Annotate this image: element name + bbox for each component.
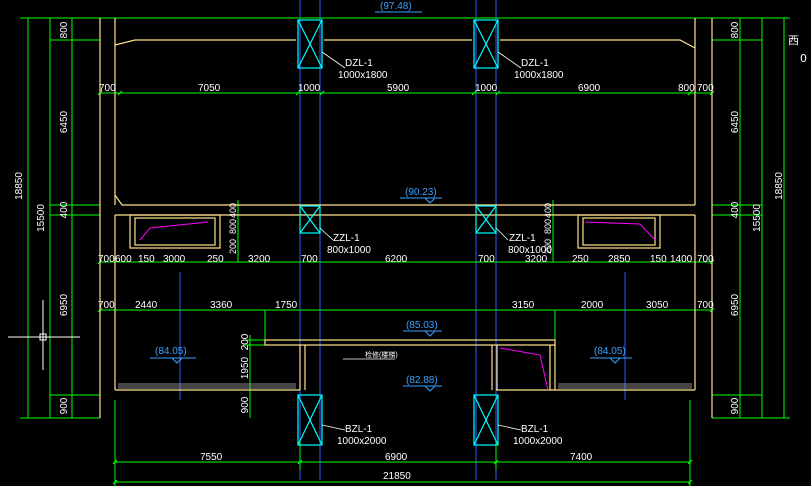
row2-vdim: 800 (228, 219, 238, 234)
left-dim-400: 400 (59, 201, 70, 218)
column-size-zzl-left: 800x1000 (327, 245, 371, 256)
dimension-bottom: 7550 6900 7400 21850 (200, 452, 593, 482)
platform-dim-1950: 1950 (240, 356, 251, 379)
column-label-dzl-left: DZL-1 (345, 58, 373, 69)
elevation-right-floor: (84.05) (594, 346, 626, 357)
dimension-ticks (97, 90, 715, 485)
left-dim-800: 800 (59, 21, 70, 38)
right-dim-upper: 15500 (752, 204, 763, 232)
row2-dim: 250 (207, 254, 224, 265)
row2-dim: 700 (478, 254, 495, 265)
row2-dim: 1400 (670, 254, 693, 265)
right-dim-400: 400 (730, 201, 741, 218)
left-dim-900: 900 (59, 397, 70, 414)
row2-vdim: 400 (228, 203, 238, 218)
dimension-row-2-vertical: 200 800 400 200 800 400 (228, 203, 553, 254)
elevation-leaders (150, 11, 632, 392)
column-label-bzl-left: BZL-1 (345, 424, 373, 435)
row1-dim: 7050 (198, 83, 221, 94)
structure-walls (99, 18, 713, 418)
row3-dim: 1750 (275, 300, 298, 311)
column-label-bzl-right: BZL-1 (521, 424, 549, 435)
row1-dim: 1000 (298, 83, 321, 94)
row1-dim: 1000 (475, 83, 498, 94)
platform-note: 检修(楼梯) (365, 350, 398, 359)
column-size-dzl-left: 1000x1800 (338, 70, 388, 81)
right-dim-6450: 6450 (730, 110, 741, 133)
elevation-top: (97.48) (380, 1, 412, 12)
row2-dim: 3200 (525, 254, 548, 265)
column-size-dzl-right: 1000x1800 (514, 70, 564, 81)
right-dim-6950: 6950 (730, 293, 741, 316)
left-dim-6950: 6950 (59, 293, 70, 316)
row2-dim: 6200 (385, 254, 408, 265)
right-dim-800: 800 (730, 21, 741, 38)
column-label-zzl-right: ZZL-1 (509, 233, 536, 244)
bottom-dim: 7400 (570, 452, 593, 463)
row2-dim: 150 (138, 254, 155, 265)
row2-vdim: 800 (543, 219, 553, 234)
row2-dim: 700 (98, 254, 115, 265)
green-dimension-grid (20, 17, 790, 486)
compass-label: 西 (788, 34, 799, 47)
elevation-bottom: (82.88) (406, 375, 438, 386)
dimension-row-1: 700 7050 1000 5900 1000 6900 800 700 (99, 83, 714, 94)
crosshair-cursor-icon (8, 300, 80, 370)
right-dim-total: 18850 (774, 172, 785, 200)
row2-dim: 250 (572, 254, 589, 265)
row1-dim: 700 (697, 83, 714, 94)
side-label: 0 (800, 52, 807, 65)
dimension-row-2: 700 600 150 3000 250 3200 700 6200 700 3… (98, 254, 714, 265)
column-boxes (297, 19, 499, 446)
row2-dim: 600 (115, 254, 132, 265)
floor-hatch (118, 383, 692, 389)
row2-vdim: 400 (543, 203, 553, 218)
row2-dim: 3000 (163, 254, 186, 265)
column-size-zzl-right: 800x1000 (508, 245, 552, 256)
row2-vdim: 200 (228, 239, 238, 254)
row3-dim: 3050 (646, 300, 669, 311)
row3-dim: 3150 (512, 300, 535, 311)
bottom-dim: 6900 (385, 452, 408, 463)
platform-dim-200: 200 (240, 333, 251, 350)
platform-dim-900: 900 (240, 396, 251, 413)
elevation-left-floor: (84.05) (155, 346, 187, 357)
column-size-bzl-right: 1000x2000 (513, 436, 563, 447)
column-leaders (319, 51, 522, 431)
row3-dim: 2000 (581, 300, 604, 311)
left-dim-6450: 6450 (59, 110, 70, 133)
left-dim-upper: 15500 (36, 204, 47, 232)
row3-dim: 2440 (135, 300, 158, 311)
row2-dim: 150 (650, 254, 667, 265)
column-label-zzl-left: ZZL-1 (333, 233, 360, 244)
row3-dim: 700 (98, 300, 115, 311)
row2-dim: 700 (697, 254, 714, 265)
row2-dim: 2850 (608, 254, 631, 265)
row3-dim: 3360 (210, 300, 233, 311)
right-dim-900: 900 (730, 397, 741, 414)
magenta-annotations (139, 221, 656, 391)
row1-dim: 700 (99, 83, 116, 94)
elevation-middle-slab: (90.23) (405, 187, 437, 198)
column-size-bzl-left: 1000x2000 (337, 436, 387, 447)
left-dim-total: 18850 (14, 172, 25, 200)
column-label-dzl-right: DZL-1 (521, 58, 549, 69)
row2-vdim: 200 (543, 239, 553, 254)
row3-dim: 700 (697, 300, 714, 311)
row1-dim: 5900 (387, 83, 410, 94)
row2-dim: 700 (301, 254, 318, 265)
row1-dim: 6900 (578, 83, 601, 94)
dimension-row-3: 700 2440 3360 1750 3150 2000 3050 700 (98, 300, 714, 311)
elevation-platform-top: (85.03) (406, 320, 438, 331)
row2-dim: 3200 (248, 254, 271, 265)
row1-dim: 800 (678, 83, 695, 94)
overall-width-dim: 21850 (383, 471, 411, 482)
bottom-dim: 7550 (200, 452, 223, 463)
